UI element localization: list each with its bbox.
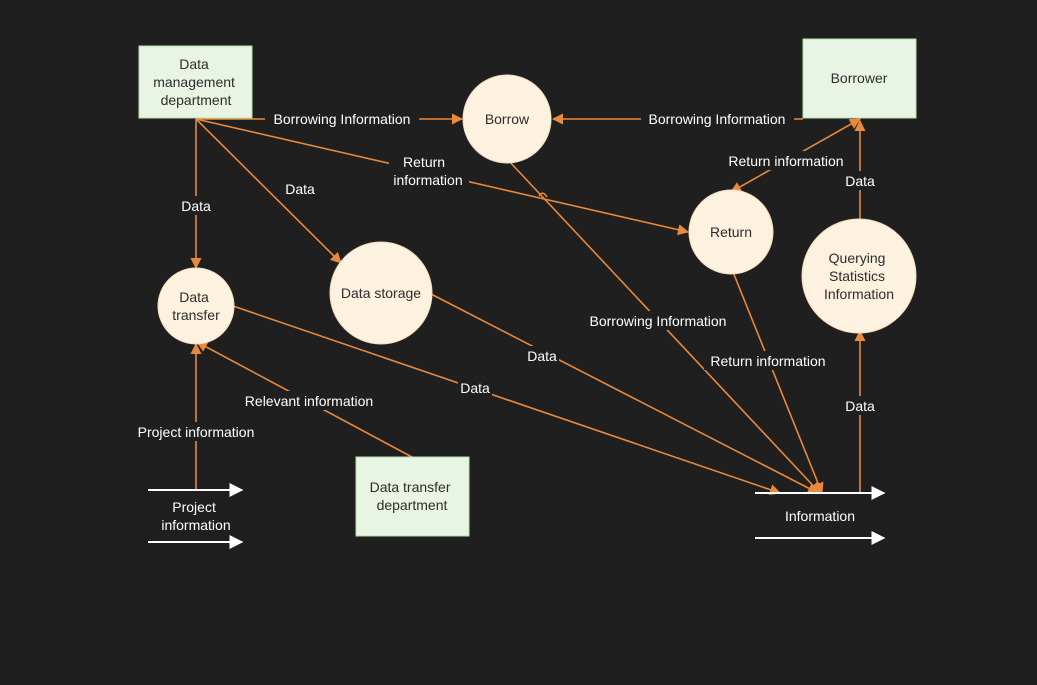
flow-storage-to-info — [430, 293, 819, 494]
flow-label-project-to-transfer: Project information — [138, 424, 255, 440]
process-querying-statistics-information[interactable]: Querying Statistics Information — [801, 218, 917, 334]
flow-label-transfer-to-info: Data — [460, 380, 490, 396]
entity-label: Borrower — [831, 70, 888, 86]
entity-data-management-department[interactable]: Data management department — [138, 45, 253, 119]
process-label: Return — [710, 224, 752, 240]
flow-return-to-info — [732, 271, 824, 495]
flow-label-return-borrower: Return information — [728, 153, 843, 169]
flow-label-dm-to-return: Return information — [393, 154, 462, 188]
flow-label-dtd-to-transfer: Relevant information — [245, 393, 373, 409]
entity-data-transfer-department[interactable]: Data transfer department — [355, 456, 470, 537]
flow-label-borrow-to-info: Borrowing Information — [590, 313, 727, 329]
store-information: Information — [755, 486, 886, 545]
store-project-information: Project information — [148, 483, 244, 549]
process-borrow[interactable]: Borrow — [462, 74, 552, 164]
process-label: Querying Statistics Information — [824, 250, 894, 302]
flow-label-querying-to-borrower: Data — [845, 173, 875, 189]
store-information-label: Information — [785, 508, 855, 524]
flow-transfer-to-info — [232, 305, 782, 496]
process-data-storage[interactable]: Data storage — [329, 241, 433, 345]
flow-label-dm-to-borrow: Borrowing Information — [274, 111, 411, 127]
process-data-transfer[interactable]: Data transfer — [157, 267, 235, 345]
entity-label: Data transfer department — [370, 479, 455, 513]
flow-labels: Borrowing Information Borrowing Informat… — [132, 109, 877, 441]
store-project-label: Project information — [161, 499, 230, 533]
line-hop — [538, 192, 548, 198]
process-label: Data storage — [341, 285, 421, 301]
entity-borrower[interactable]: Borrower — [802, 38, 917, 119]
process-label: Borrow — [485, 111, 530, 127]
flow-label-dm-to-storage: Data — [285, 181, 315, 197]
process-return[interactable]: Return — [688, 189, 774, 275]
process-label: Data transfer — [172, 289, 220, 323]
flow-label-dm-to-transfer: Data — [181, 198, 211, 214]
entity-label: Data management department — [153, 56, 239, 108]
flow-label-info-to-querying: Data — [845, 398, 875, 414]
flow-label-storage-to-info: Data — [527, 348, 557, 364]
flow-dm-to-storage — [195, 118, 342, 264]
flow-label-return-to-info: Return information — [710, 353, 825, 369]
flow-label-borrower-to-borrow: Borrowing Information — [649, 111, 786, 127]
flow-lines — [190, 113, 866, 496]
